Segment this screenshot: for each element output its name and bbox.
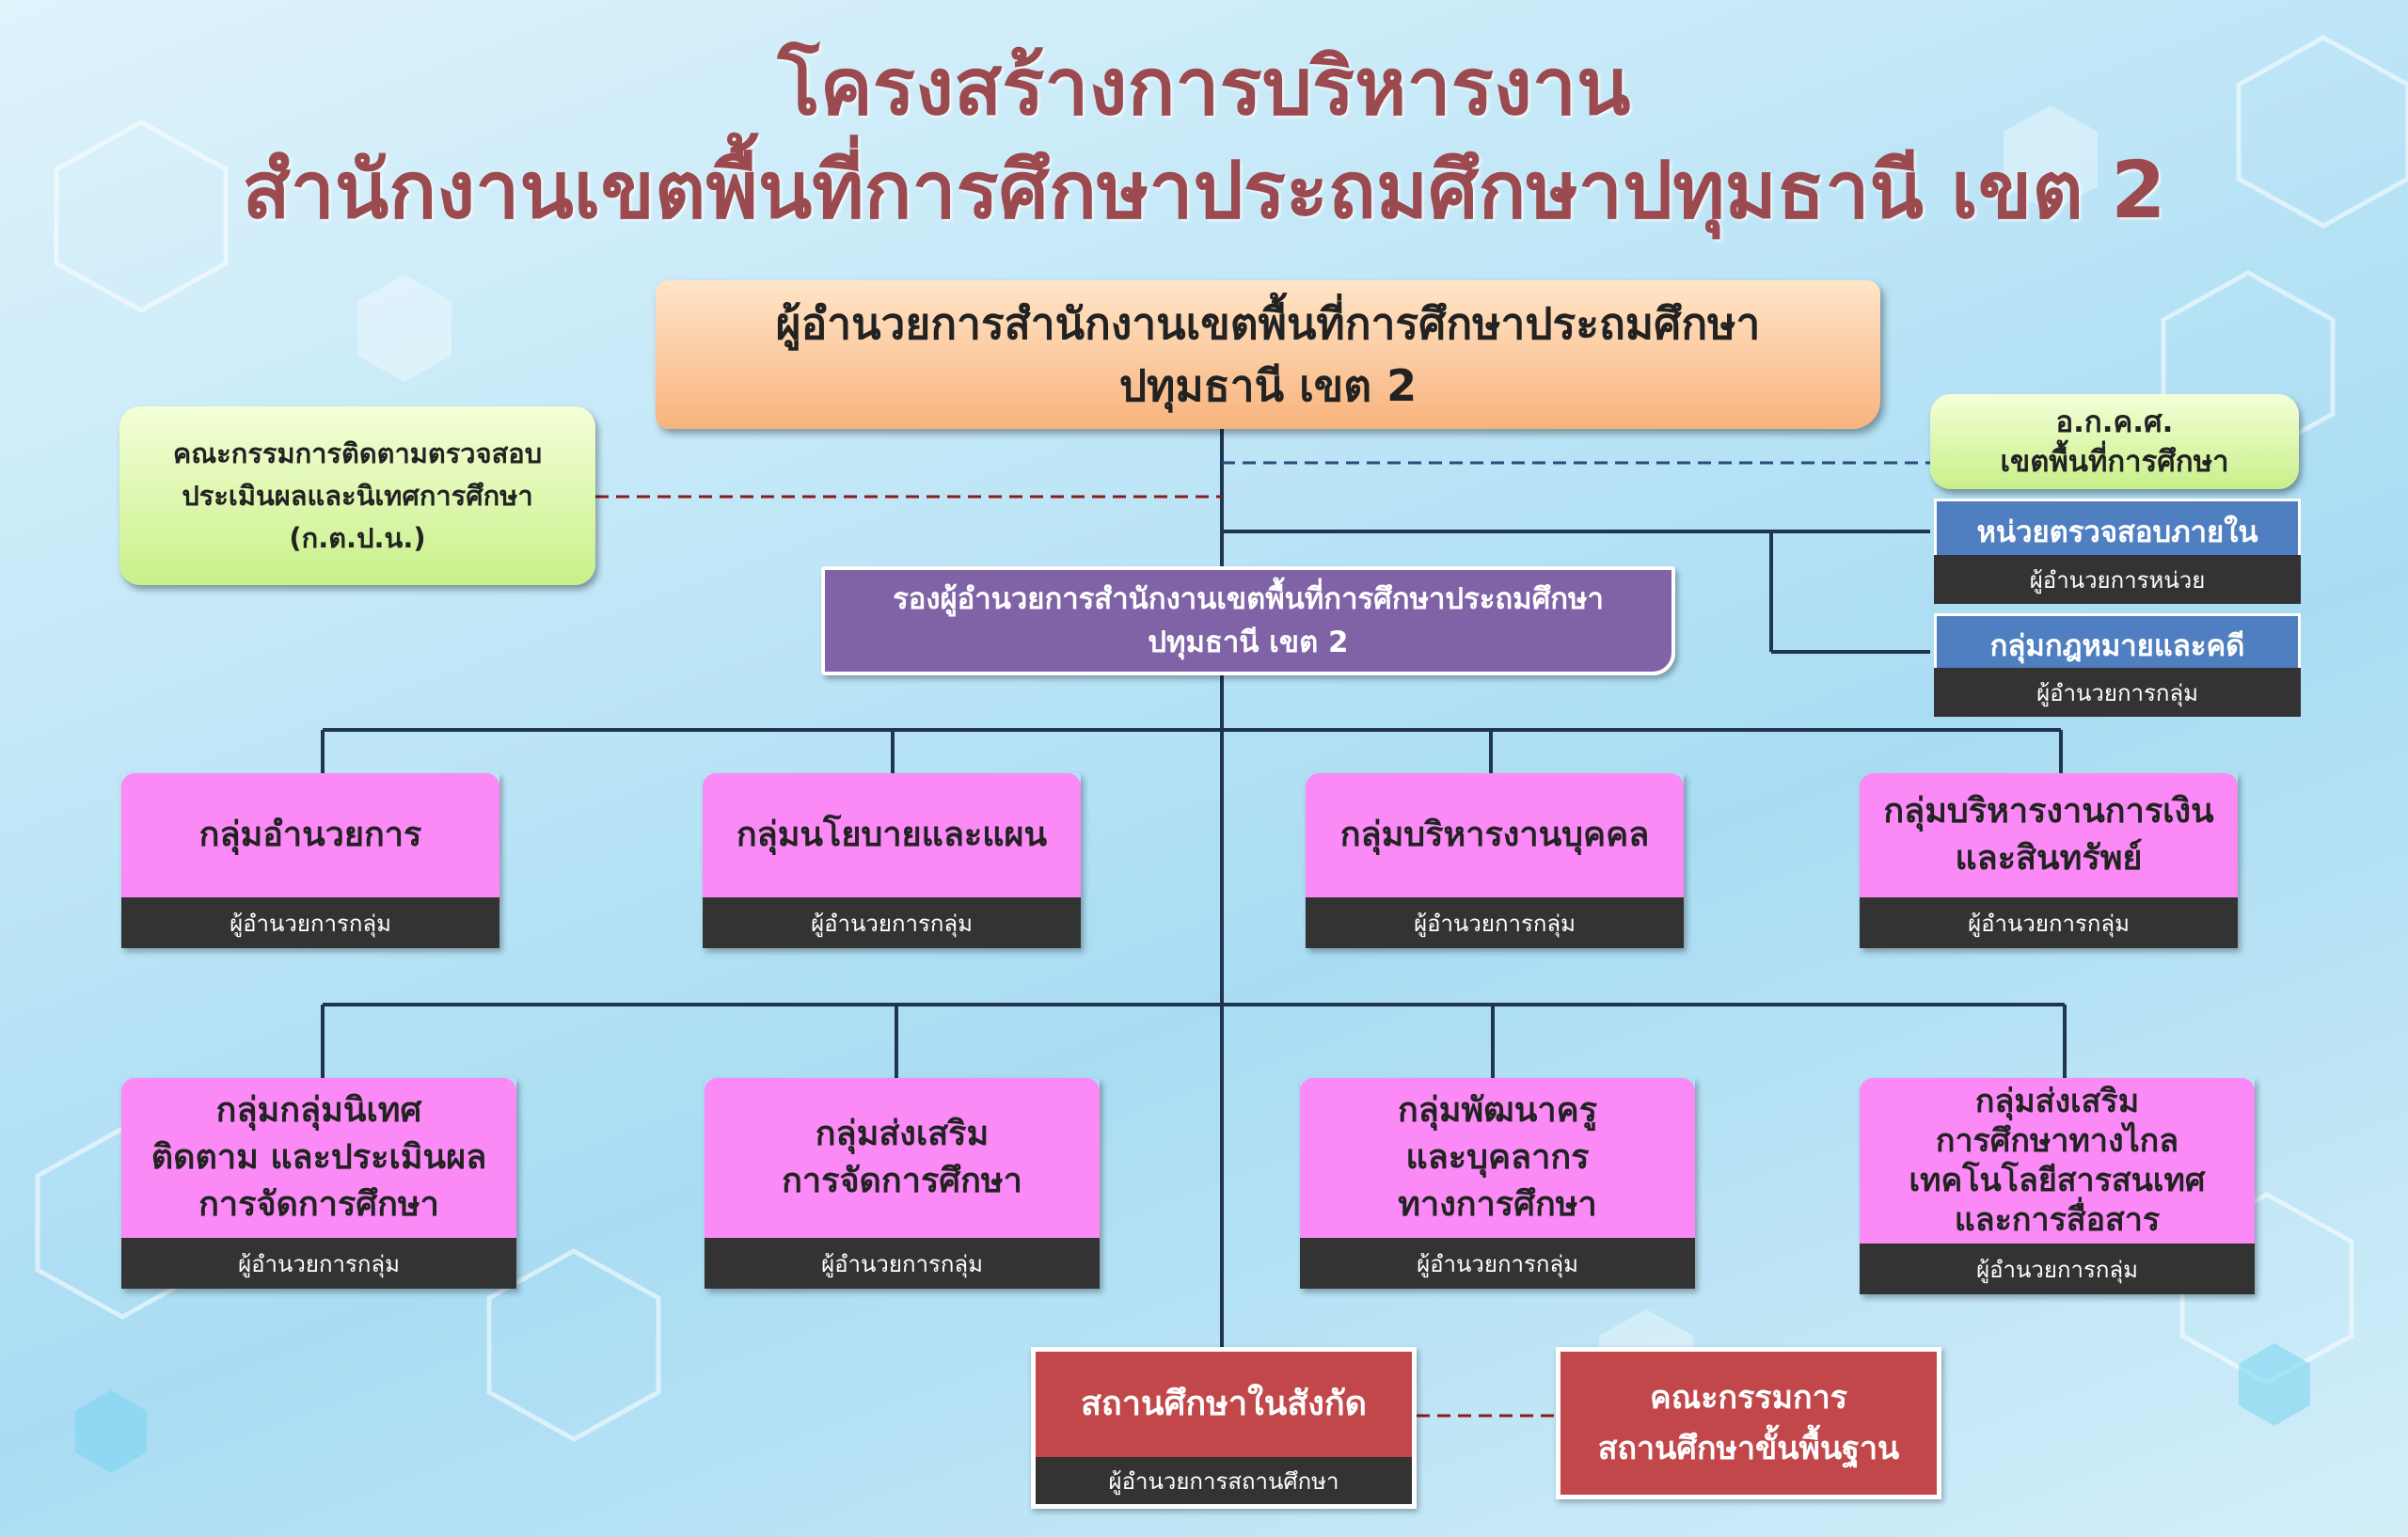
group-card: กลุ่มพัฒนาครู และบุคลากร ทางการศึกษา ผู้…	[1300, 1078, 1695, 1289]
okks-box: อ.ก.ค.ศ. เขตพื้นที่การศึกษา	[1930, 394, 2299, 489]
group-head-title: ผู้อำนวยการกลุ่ม	[121, 897, 499, 948]
group-card: กลุ่มส่งเสริม การศึกษาทางไกล เทคโนโลยีสา…	[1860, 1078, 2255, 1294]
school-head-title: ผู้อำนวยการสถานศึกษา	[1036, 1457, 1412, 1504]
group-card: กลุ่มนโยบายและแผน ผู้อำนวยการกลุ่ม	[703, 773, 1081, 948]
group-name: กลุ่มพัฒนาครู และบุคลากร ทางการศึกษา	[1300, 1078, 1695, 1238]
group-head-title: ผู้อำนวยการกลุ่ม	[1860, 897, 2238, 948]
internal-audit-unit: หน่วยตรวจสอบภายใน ผู้อำนวยการหน่วย	[1934, 499, 2301, 604]
group-card: กลุ่มบริหารงานการเงิน และสินทรัพย์ ผู้อำ…	[1860, 773, 2238, 948]
group-name: กลุ่มบริหารงานการเงิน และสินทรัพย์	[1860, 773, 2238, 897]
school-name: สถานศึกษาในสังกัด	[1036, 1352, 1412, 1457]
group-head-title: ผู้อำนวยการกลุ่ม	[1860, 1244, 2255, 1294]
director-box: ผู้อำนวยการสำนักงานเขตพื้นที่การศึกษาประ…	[656, 280, 1880, 429]
kpn-committee-box: คณะกรรมการติดตามตรวจสอบ ประเมินผลและนิเท…	[119, 406, 595, 585]
group-head-title: ผู้อำนวยการกลุ่ม	[703, 897, 1081, 948]
unit-name: หน่วยตรวจสอบภายใน	[1934, 499, 2301, 564]
group-name: กลุ่มส่งเสริม การศึกษาทางไกล เทคโนโลยีสา…	[1860, 1078, 2255, 1244]
group-name: กลุ่มส่งเสริม การจัดการศึกษา	[705, 1078, 1100, 1238]
group-head-title: ผู้อำนวยการกลุ่ม	[121, 1238, 516, 1289]
page-title-line1: โครงสร้างการบริหารงาน	[777, 40, 1631, 133]
group-head-title: ผู้อำนวยการกลุ่ม	[1306, 897, 1684, 948]
group-head-title: ผู้อำนวยการกลุ่ม	[1300, 1238, 1695, 1289]
group-name: กลุ่มบริหารงานบุคคล	[1306, 773, 1684, 897]
group-card: กลุ่มกลุ่มนิเทศ ติดตาม และประเมินผล การจ…	[121, 1078, 516, 1289]
deputy-director-box: รองผู้อำนวยการสำนักงานเขตพื้นที่การศึกษา…	[821, 566, 1675, 675]
school-board-box: คณะกรรมการ สถานศึกษาขั้นพื้นฐาน	[1556, 1347, 1941, 1499]
group-name: กลุ่มอำนวยการ	[121, 773, 499, 897]
group-name: กลุ่มกลุ่มนิเทศ ติดตาม และประเมินผล การจ…	[121, 1078, 516, 1238]
group-card: กลุ่มส่งเสริม การจัดการศึกษา ผู้อำนวยการ…	[705, 1078, 1100, 1289]
group-head-title: ผู้อำนวยการกลุ่ม	[705, 1238, 1100, 1289]
school-unit: สถานศึกษาในสังกัด ผู้อำนวยการสถานศึกษา	[1031, 1347, 1417, 1509]
group-card: กลุ่มอำนวยการ ผู้อำนวยการกลุ่ม	[121, 773, 499, 948]
page-title-line2: สำนักงานเขตพื้นที่การศึกษาประถมศึกษาปทุม…	[242, 144, 2166, 236]
group-card: กลุ่มบริหารงานบุคคล ผู้อำนวยการกลุ่ม	[1306, 773, 1684, 948]
unit-name: กลุ่มกฎหมายและคดี	[1934, 613, 2301, 677]
group-name: กลุ่มนโยบายและแผน	[703, 773, 1081, 897]
unit-head-title: ผู้อำนวยการกลุ่ม	[1934, 668, 2301, 717]
unit-head-title: ผู้อำนวยการหน่วย	[1934, 555, 2301, 604]
legal-group-unit: กลุ่มกฎหมายและคดี ผู้อำนวยการกลุ่ม	[1934, 613, 2301, 717]
